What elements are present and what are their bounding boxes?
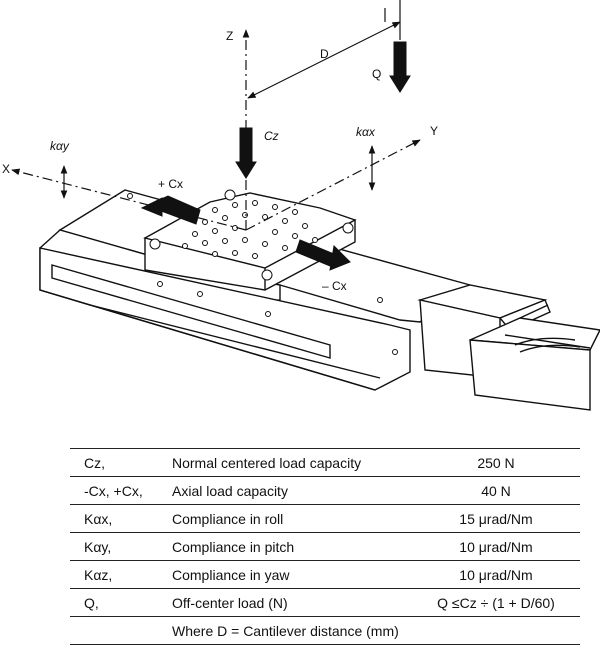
spec-symbol: Q, bbox=[70, 588, 158, 617]
spec-description: Axial load capacity bbox=[158, 476, 412, 505]
x-axis bbox=[11, 168, 247, 231]
d-dimension-label: D bbox=[320, 47, 329, 61]
y-axis bbox=[245, 139, 421, 231]
motor-housing bbox=[417, 284, 600, 411]
cz-arrow bbox=[239, 127, 253, 163]
spec-symbol: Kαz, bbox=[70, 560, 158, 589]
plus-cx-label: + Cx bbox=[158, 177, 183, 191]
axes bbox=[11, 0, 421, 231]
spec-symbol: Kαx, bbox=[70, 504, 158, 533]
spec-footnote: Where D = Cantilever distance (mm) bbox=[158, 616, 580, 645]
spec-description: Compliance in yaw bbox=[158, 560, 412, 589]
z-axis-label: Z bbox=[226, 29, 233, 43]
spec-description: Compliance in roll bbox=[158, 504, 412, 533]
cz-label: Cz bbox=[264, 129, 279, 143]
minus-cx-arrow bbox=[295, 239, 335, 267]
spec-value: Q ≤Cz ÷ (1 + D/60) bbox=[412, 588, 580, 617]
q-arrow bbox=[393, 41, 407, 77]
k-alpha-y-label: kαy bbox=[50, 139, 70, 153]
k-alpha-x-label: kαx bbox=[356, 125, 376, 139]
spec-description: Off-center load (N) bbox=[158, 588, 412, 617]
spec-description: Normal centered load capacity bbox=[158, 448, 412, 477]
spec-value: 10 μrad/Nm bbox=[412, 532, 580, 561]
spec-row: Q,Off-center load (N)Q ≤Cz ÷ (1 + D/60) bbox=[70, 588, 580, 617]
spec-symbol: -Cx, +Cx, bbox=[70, 476, 158, 505]
linear-stage-diagram: Z X Y D Q Cz kαx kαy + Cx – Cx bbox=[2, 0, 600, 411]
y-axis-label: Y bbox=[430, 124, 438, 138]
spec-footnote-spacer bbox=[70, 616, 158, 645]
spec-value: 10 μrad/Nm bbox=[412, 560, 580, 589]
q-label: Q bbox=[372, 67, 381, 81]
spec-symbol: Kαy, bbox=[70, 532, 158, 561]
force-arrows bbox=[140, 41, 411, 271]
plate-holes bbox=[127, 189, 398, 355]
spec-symbol: Cz, bbox=[70, 448, 158, 477]
spec-value: 15 μrad/Nm bbox=[412, 504, 580, 533]
spec-description: Compliance in pitch bbox=[158, 532, 412, 561]
spec-value: 40 N bbox=[412, 476, 580, 505]
spec-value: 250 N bbox=[412, 448, 580, 477]
x-axis-label: X bbox=[2, 162, 10, 176]
spec-footnote-row: Where D = Cantilever distance (mm) bbox=[70, 616, 580, 645]
minus-cx-label: – Cx bbox=[322, 279, 347, 293]
